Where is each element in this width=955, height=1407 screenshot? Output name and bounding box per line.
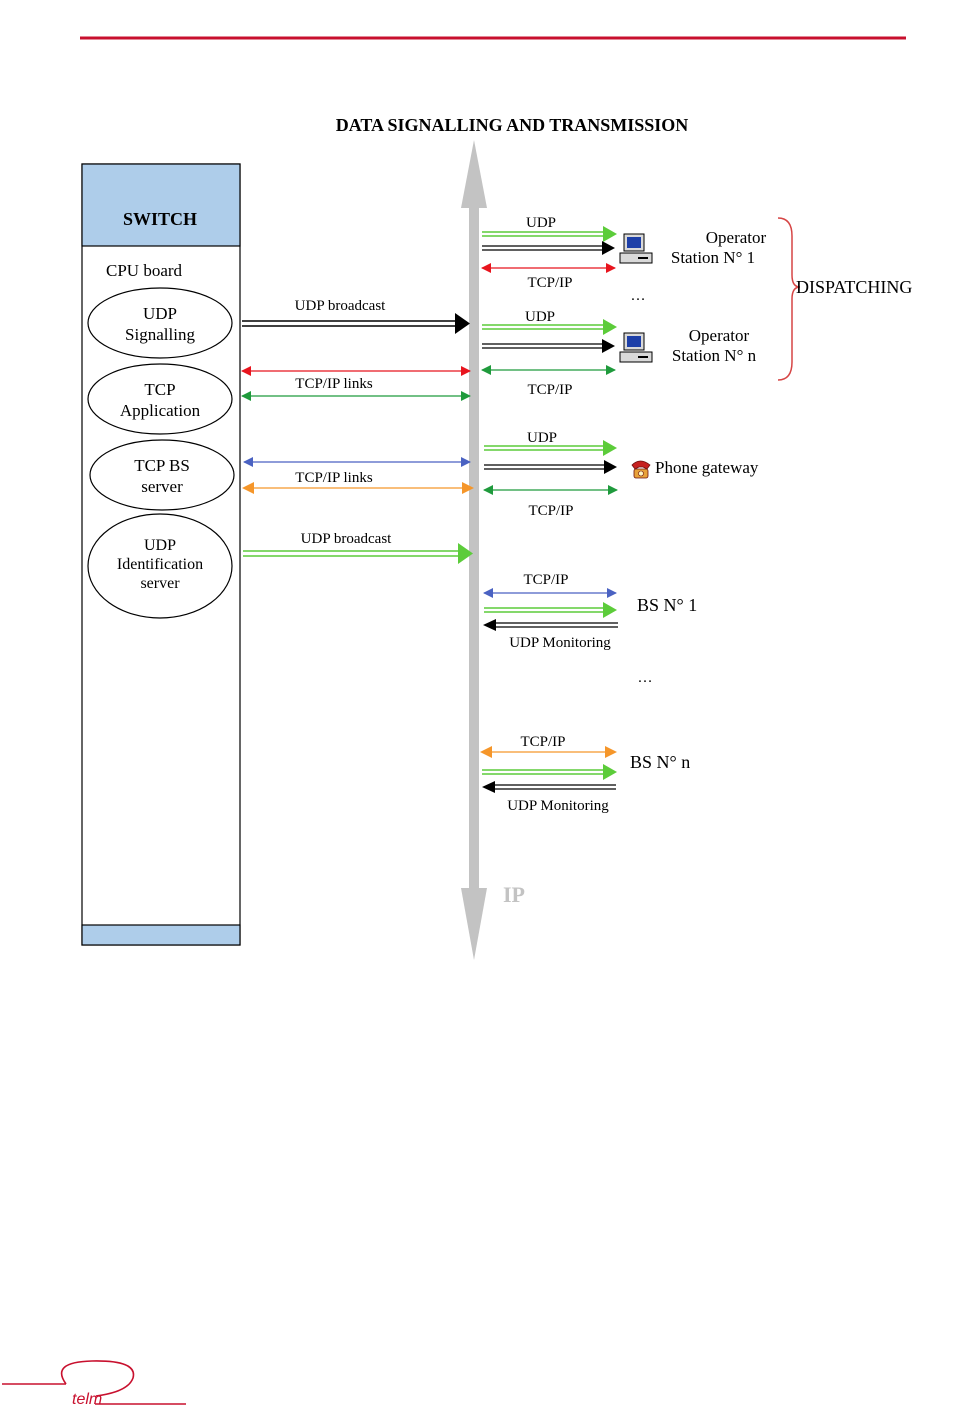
operator-station-1-links: UDP TCP/IP bbox=[481, 215, 617, 291]
module-line: server bbox=[140, 575, 180, 592]
operator-station-n-links: UDP TCP/IP bbox=[481, 309, 617, 398]
computer-icon bbox=[619, 233, 653, 264]
link-udp-broadcast-identification: UDP broadcast bbox=[243, 531, 473, 564]
module-line: server bbox=[141, 477, 183, 496]
ellipsis-operators: … bbox=[631, 288, 646, 304]
logo-text: telm bbox=[72, 1391, 102, 1407]
module-tcp-bs-server: TCP BS server bbox=[89, 439, 235, 511]
udp-label: UDP bbox=[525, 309, 555, 325]
telm-logo: telm bbox=[2, 1360, 186, 1407]
operator-1-line2: Station N° 1 bbox=[671, 248, 755, 267]
module-line: TCP BS bbox=[134, 456, 190, 475]
ip-bus: IP bbox=[461, 140, 525, 960]
diagram-title: DATA SIGNALLING AND TRANSMISSION bbox=[336, 115, 689, 135]
link-udp-broadcast-signalling: UDP broadcast bbox=[242, 298, 470, 334]
ellipsis-bs: … bbox=[638, 670, 653, 686]
module-line: UDP bbox=[143, 304, 177, 323]
bs-1-label: BS N° 1 bbox=[637, 595, 697, 615]
tcpip-links-label-2: TCP/IP links bbox=[295, 470, 373, 486]
module-udp-signalling: UDP Signalling bbox=[87, 287, 233, 359]
module-line: UDP bbox=[144, 537, 176, 554]
module-udp-identification-server: UDP Identification server bbox=[87, 513, 233, 619]
module-line: Identification bbox=[117, 556, 203, 573]
udp-monitoring-label: UDP Monitoring bbox=[507, 798, 609, 814]
switch-footer bbox=[81, 924, 241, 946]
bs-n-label: BS N° n bbox=[630, 752, 690, 772]
ip-label: IP bbox=[503, 882, 525, 907]
tcpip-label: TCP/IP bbox=[520, 734, 565, 750]
phone-gateway-links: UDP TCP/IP bbox=[483, 430, 618, 519]
tcpip-label: TCP/IP bbox=[527, 382, 572, 398]
bs-1-links: TCP/IP UDP Monitoring bbox=[483, 572, 618, 651]
module-tcp-application: TCP Application bbox=[87, 363, 233, 435]
operator-1-line1: Operator bbox=[706, 228, 767, 247]
link-tcp-application-green: TCP/IP links bbox=[241, 376, 471, 401]
link-tcp-bs-orange: TCP/IP links bbox=[242, 470, 474, 494]
udp-broadcast-label-2: UDP broadcast bbox=[301, 531, 393, 547]
tcpip-links-label: TCP/IP links bbox=[295, 376, 373, 392]
dispatching-brace bbox=[777, 217, 801, 381]
udp-broadcast-label: UDP broadcast bbox=[295, 298, 387, 314]
module-line: Signalling bbox=[125, 325, 195, 344]
module-line: Application bbox=[120, 401, 201, 420]
tcpip-label: TCP/IP bbox=[528, 503, 573, 519]
tcpip-label: TCP/IP bbox=[527, 275, 572, 291]
udp-label: UDP bbox=[526, 215, 556, 231]
operator-n-line1: Operator bbox=[689, 326, 750, 345]
operator-n-line2: Station N° n bbox=[672, 346, 757, 365]
computer-icon bbox=[619, 332, 653, 363]
switch-header bbox=[81, 163, 241, 247]
phone-gateway-label: Phone gateway bbox=[655, 458, 759, 477]
switch-label: SWITCH bbox=[123, 209, 197, 229]
cpu-board-label: CPU board bbox=[106, 261, 183, 280]
bs-n-links: TCP/IP UDP Monitoring bbox=[480, 734, 617, 814]
module-line: TCP bbox=[144, 380, 175, 399]
udp-monitoring-label: UDP Monitoring bbox=[509, 635, 611, 651]
tcpip-label: TCP/IP bbox=[523, 572, 568, 588]
dispatching-label: DISPATCHING bbox=[796, 277, 912, 297]
udp-label: UDP bbox=[527, 430, 557, 446]
phone-icon bbox=[631, 460, 651, 479]
